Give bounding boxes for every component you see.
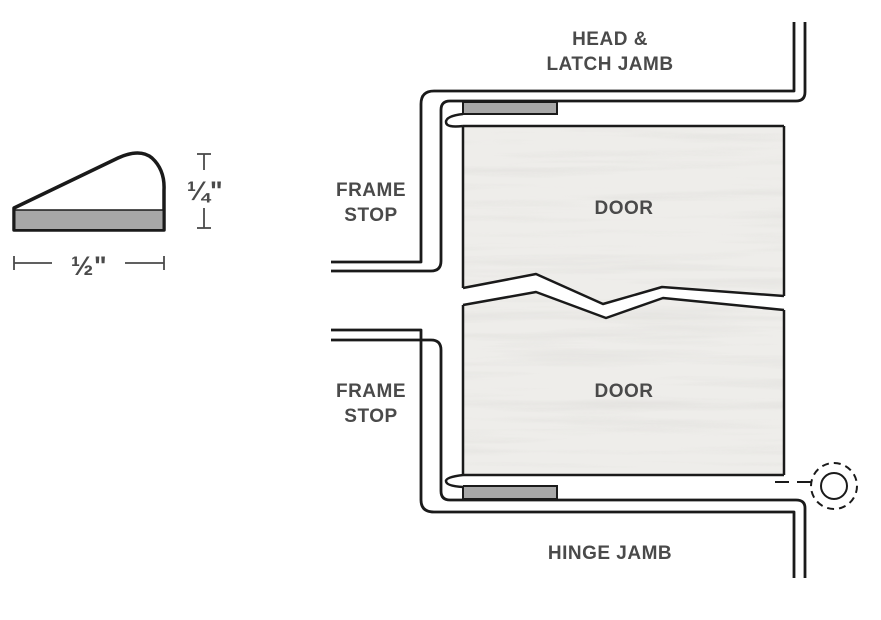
head-latch-jamb-label-line1: HEAD &	[572, 29, 648, 50]
bottom-weatherstrip-seal	[444, 473, 558, 500]
door-panel-top	[462, 126, 785, 306]
height-dimension	[197, 153, 211, 229]
frame-stop-bottom-label-line2: STOP	[344, 406, 397, 427]
door-top-label: DOOR	[595, 198, 654, 219]
width-dimension-label: ½"	[71, 251, 107, 281]
door-bottom-label: DOOR	[595, 381, 654, 402]
head-latch-jamb-frame	[331, 22, 807, 273]
weatherstrip-profile	[12, 151, 166, 232]
top-weatherstrip-seal	[444, 101, 558, 128]
frame-stop-bottom-label-line1: FRAME	[336, 381, 406, 402]
hinge-jamb-label: HINGE JAMB	[548, 543, 672, 564]
door-panel-bottom	[462, 290, 785, 475]
frame-stop-top-label-line1: FRAME	[336, 180, 406, 201]
frame-stop-top-label-line2: STOP	[344, 205, 397, 226]
door-edge	[461, 124, 786, 477]
width-dimension	[13, 256, 165, 270]
hinge-jamb-frame	[331, 328, 807, 578]
hinge-pivot-icon	[775, 462, 858, 510]
height-dimension-label: ¼"	[187, 176, 223, 206]
adhesive-base-strip	[15, 210, 163, 229]
head-latch-jamb-label-line2: LATCH JAMB	[546, 54, 673, 75]
